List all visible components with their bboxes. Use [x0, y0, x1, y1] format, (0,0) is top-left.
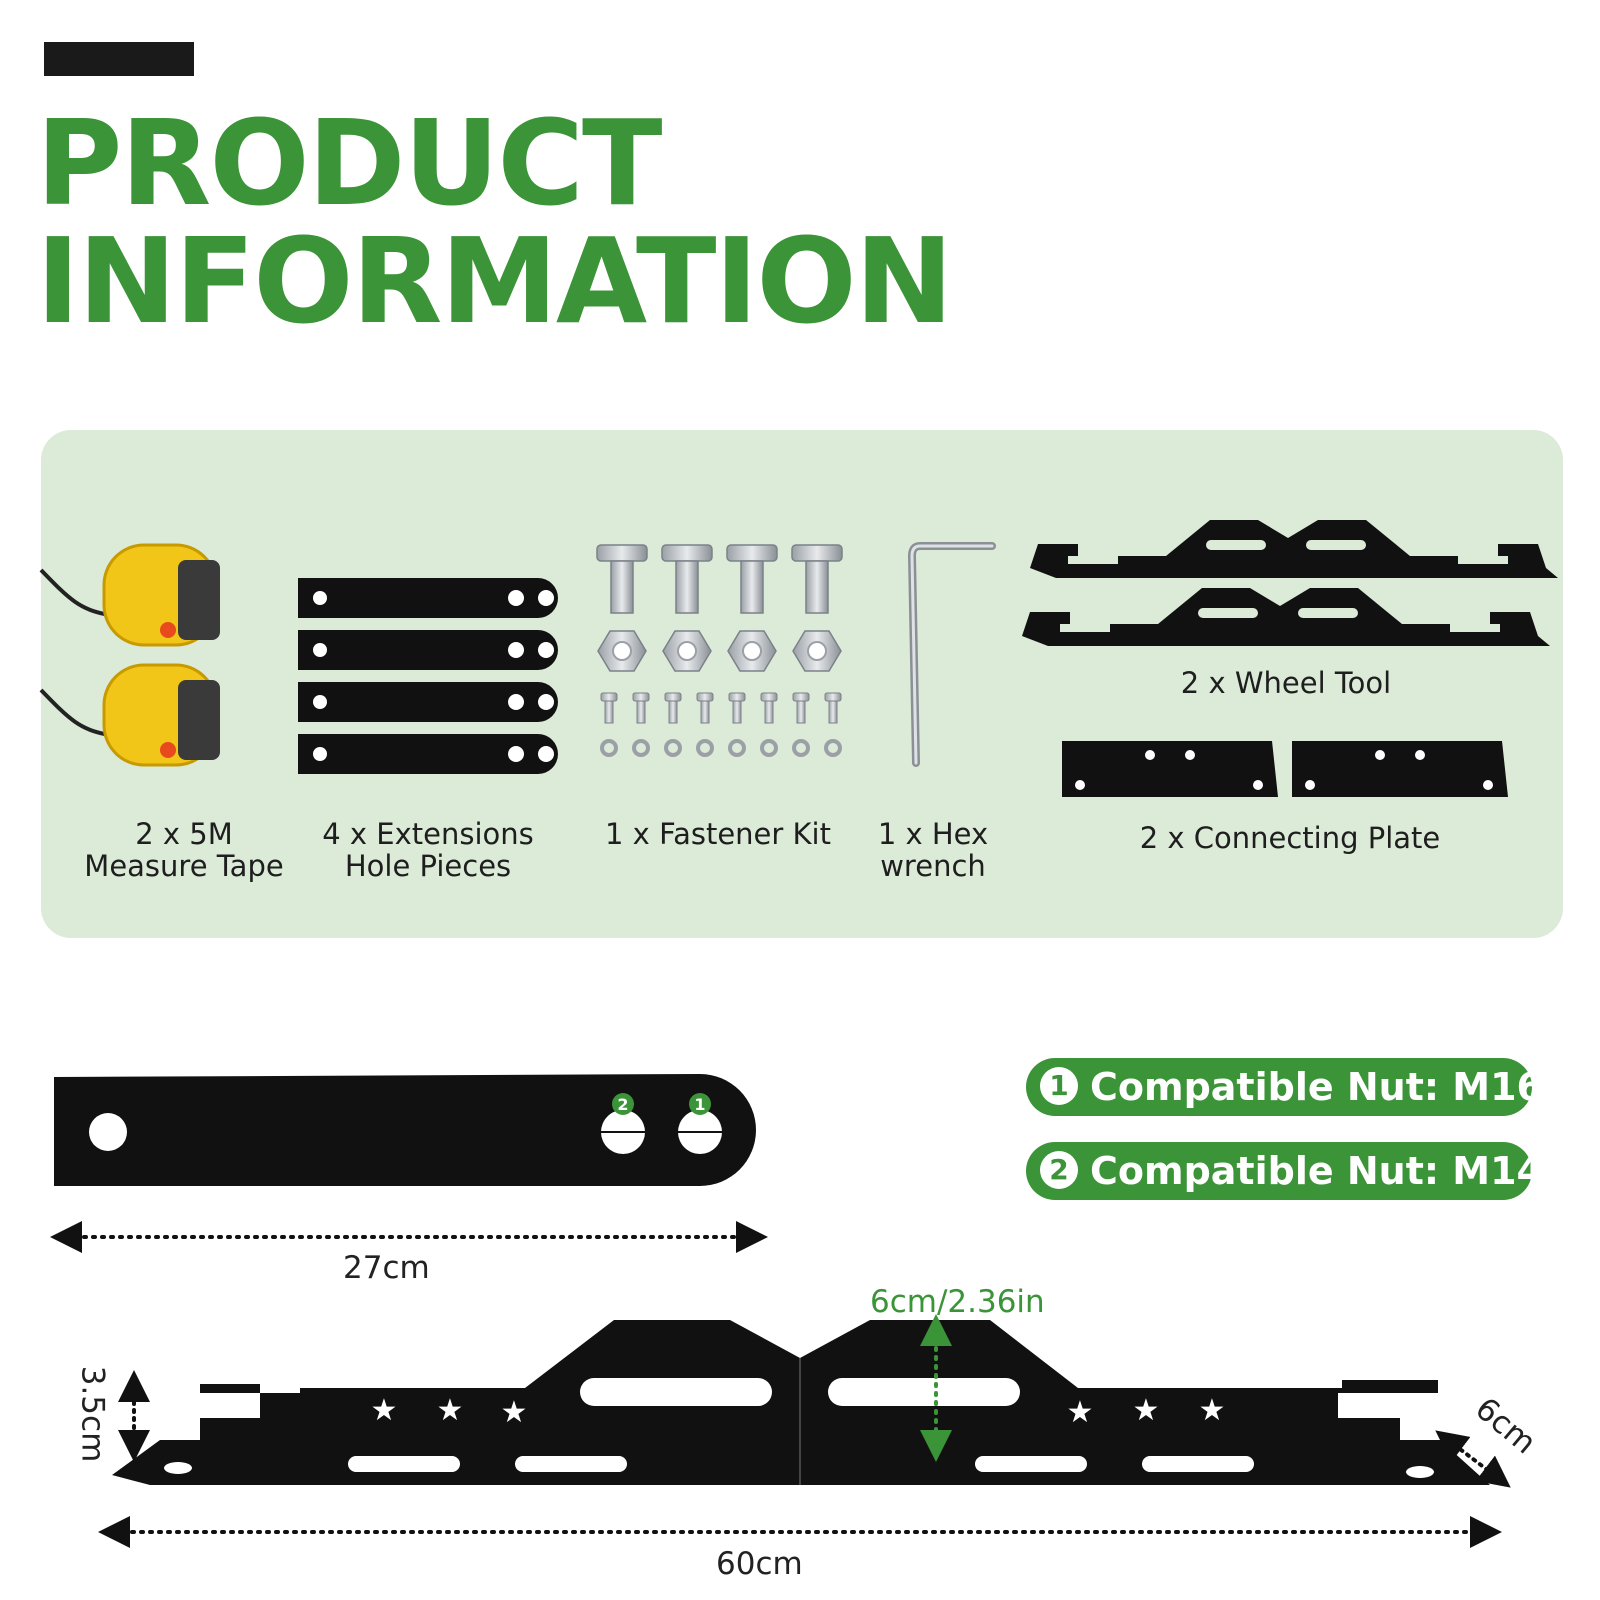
- label-fastener-kit: 1 x Fastener Kit: [605, 817, 831, 851]
- label-connecting-plate: 2 x Connecting Plate: [1139, 821, 1441, 855]
- compat-badge-m16: 1 Compatible Nut: M16: [1026, 1058, 1543, 1116]
- badge-number-2: 2: [1040, 1151, 1078, 1189]
- badge-number-1: 1: [1040, 1067, 1078, 1105]
- svg-text:★: ★: [1067, 1395, 1094, 1430]
- wheel-tool-icon: [1022, 520, 1558, 646]
- dim-label-60cm: 60cm: [716, 1546, 803, 1582]
- svg-text:★: ★: [1199, 1393, 1226, 1428]
- title-line-2: INFORMATION: [36, 212, 953, 350]
- dim-label-height: 6cm/2.36in: [870, 1284, 1045, 1320]
- extension-pieces-icon: [298, 578, 558, 774]
- label-measure-tape: 2 x 5M Measure Tape: [84, 817, 284, 883]
- hole-marker-1: 1: [694, 1095, 705, 1114]
- measure-tape-icon: [39, 543, 220, 767]
- svg-text:★: ★: [1133, 1393, 1160, 1428]
- title-line-1: PRODUCT: [36, 94, 663, 232]
- fastener-kit-icon: [596, 544, 843, 757]
- depth-arrow: [1435, 1430, 1511, 1488]
- label-hex-wrench: 1 x Hex wrench: [877, 817, 989, 883]
- extension-piece-diagram: 2 1: [54, 1074, 756, 1186]
- dim-label-side: 3.5cm: [74, 1365, 111, 1463]
- hex-wrench-icon: [907, 542, 996, 767]
- badge-text-1: Compatible Nut: M16: [1090, 1065, 1543, 1109]
- hole-marker-2: 2: [617, 1095, 628, 1114]
- label-wheel-tool: 2 x Wheel Tool: [1180, 666, 1392, 700]
- svg-text:★: ★: [501, 1395, 528, 1430]
- components-panel: [41, 430, 1563, 938]
- compat-badge-m14: 2 Compatible Nut: M14: [1026, 1142, 1543, 1200]
- svg-text:★: ★: [371, 1393, 398, 1428]
- svg-text:★: ★: [437, 1393, 464, 1428]
- header-accent-bar: [44, 42, 194, 76]
- dim-label-27cm: 27cm: [343, 1250, 430, 1286]
- wheel-tool-diagram: ★ ★ ★ ★ ★ ★: [112, 1320, 1490, 1485]
- page-title: PRODUCT INFORMATION: [36, 94, 953, 350]
- badge-text-2: Compatible Nut: M14: [1090, 1149, 1543, 1193]
- connecting-plate-icon: [1062, 741, 1508, 797]
- label-extension-pieces: 4 x Extensions Hole Pieces: [322, 817, 534, 883]
